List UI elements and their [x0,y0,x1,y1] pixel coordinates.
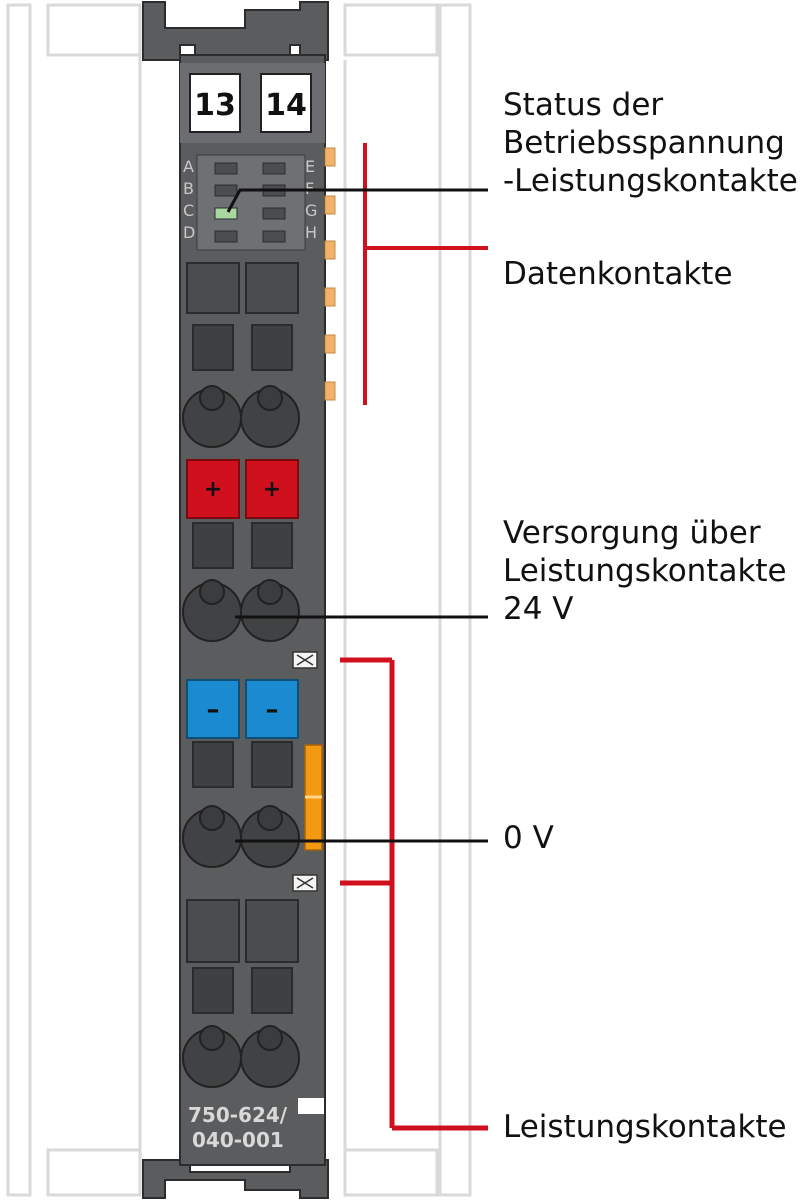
data-contacts-label: Datenkontakte [503,256,733,292]
terminal-label-14-box [260,73,312,133]
led-letter-d: D [183,223,195,242]
neighbor-right-clip-top [343,3,439,57]
wire-entry-1b [251,324,293,371]
status-leader-line [226,188,488,213]
terminal-block-1 [182,262,300,448]
wire-entry-1a [192,324,234,371]
power-contact-upper-mark [296,654,314,666]
clamp-slot-3b [257,805,283,831]
led-slot-d [214,230,238,243]
plus-sign-a: + [204,477,222,502]
minus-sign-a: – [207,695,220,725]
led-letter-a: A [183,157,194,176]
data-contacts-callout: Datenkontakte [503,255,733,293]
leader-lines [226,188,488,843]
minus-terminal-button-b [245,679,299,739]
data-contacts-bracket [363,143,488,405]
push-button-4a [186,899,240,963]
terminal-block-4 [182,899,300,1088]
led-letter-h: H [305,223,317,242]
minus-sign-b: – [266,695,279,725]
power-contact-lower-mark [296,877,314,889]
clamp-slot-4a [199,1025,225,1051]
power-contacts-label: Leistungskontakte [503,1109,787,1145]
clamp-slot-1a [199,385,225,411]
data-contact-pin-4 [324,287,336,307]
neighbor-modules [6,3,472,1197]
neighbor-right-edge [438,3,472,1197]
led-letters-left: A B C D [183,157,195,242]
led-slot-h [262,230,286,243]
led-slot-a [214,162,238,175]
neighbor-left-clip-bottom [46,1148,142,1197]
wire-entry-4b [251,967,293,1014]
marker-notch [298,1098,324,1114]
terminal-block-3: – – [182,679,300,868]
zero-volt-label: 0 V [503,820,554,856]
supply-callout-line-2: Leistungskontakte [503,553,787,589]
led-letter-b: B [183,179,194,198]
led-letter-c: C [183,201,194,220]
status-callout-line-3: -Leistungskontakte [503,163,798,199]
push-button-4b [245,899,299,963]
article-number-line-1: 750-624/ [188,1103,288,1127]
terminal-label-14: 14 [265,88,307,123]
led-slot-c [214,207,238,220]
clamp-slot-1b [257,385,283,411]
neighbor-left-clip-top [46,3,142,57]
data-contact-pin-3 [324,240,336,260]
push-button-1a [186,262,240,314]
plus-terminal-button-b [245,459,299,519]
status-callout-line-2: Betriebsspannung [503,125,785,161]
status-callout: Status der Betriebsspannung -Leistungsko… [503,86,798,200]
data-contact-pins [324,147,336,401]
led-slot-b [214,184,238,197]
terminal-block-2: + + [182,459,300,642]
terminal-label-13-box [189,73,241,133]
clamp-slot-4b [257,1025,283,1051]
status-callout-line-1: Status der [503,87,664,123]
bottom-rail-clip [142,1159,329,1199]
supply-callout-line-3: 24 V [503,591,574,627]
power-contacts-callout: Leistungskontakte [503,1108,787,1146]
wire-entry-2a [192,522,234,569]
wire-entry-3b [251,741,293,788]
power-contacts-bracket [340,657,488,1131]
led-letter-e: E [305,157,315,176]
wire-entry-2b [251,522,293,569]
plus-sign-b: + [263,477,281,502]
wire-entry-3a [192,741,234,788]
clamp-slot-2a [199,579,225,605]
neighbor-left-edge [6,3,32,1197]
supply-callout: Versorgung über Leistungskontakte 24 V [503,514,787,628]
plus-terminal-button-a [186,459,240,519]
neighbor-right-clip-bottom [343,1148,439,1197]
led-letter-g: G [305,201,317,220]
terminal-label-13: 13 [194,88,236,123]
supply-callout-line-1: Versorgung über [503,515,761,551]
data-contact-pin-1 [324,147,336,167]
led-slot-g [262,207,286,220]
data-contact-pin-5 [324,334,336,354]
minus-terminal-button-a [186,679,240,739]
clamp-slot-2b [257,579,283,605]
led-field [196,154,306,251]
data-contact-pin-6 [324,381,336,401]
zero-volt-callout: 0 V [503,819,554,857]
led-slot-e [262,162,286,175]
article-number-line-2: 040-001 [192,1128,284,1152]
clamp-slot-3a [199,805,225,831]
wire-entry-4a [192,967,234,1014]
data-contact-pin-2 [324,195,336,215]
push-button-1b [245,262,299,314]
top-rail-clip [142,1,329,61]
